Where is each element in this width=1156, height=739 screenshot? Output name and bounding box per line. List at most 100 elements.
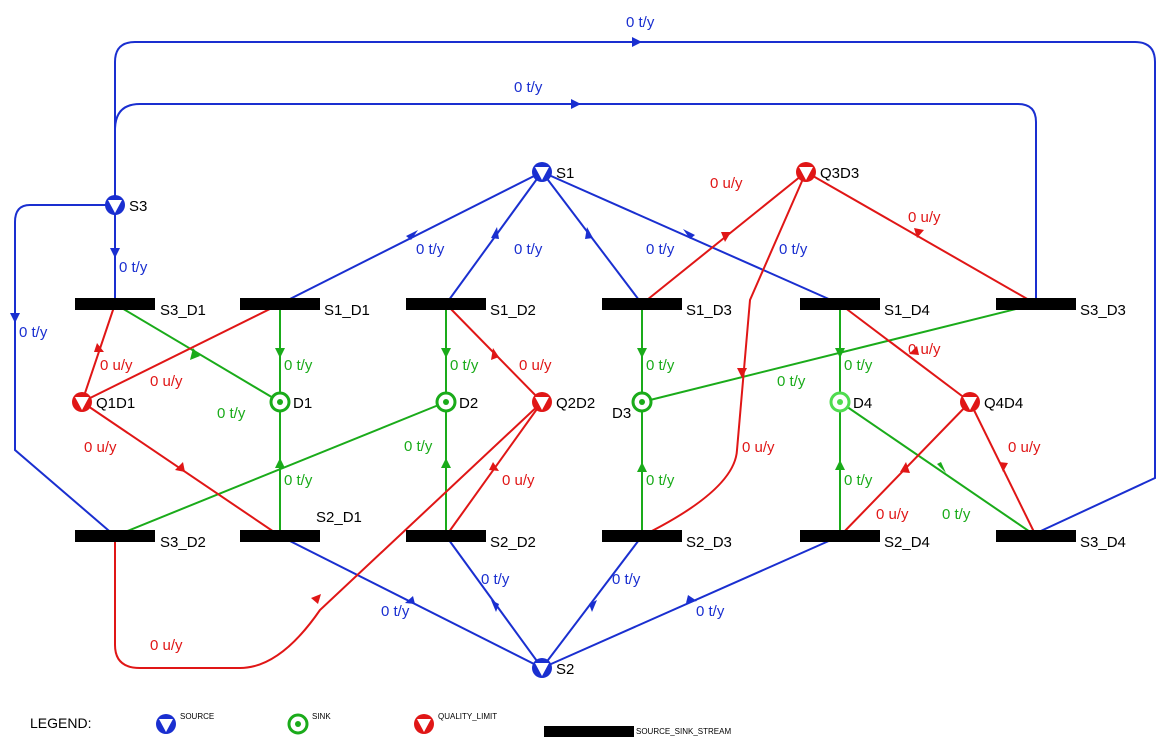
label-s3-d3: S3_D3 [1080, 302, 1126, 319]
stream-bar-s2-d1 [240, 530, 320, 542]
stream-bar-s1-d4 [800, 298, 880, 310]
label-q4d4: Q4D4 [984, 395, 1023, 412]
legend-quality-label: QUALITY_LIMIT [438, 712, 497, 721]
arrow-icon [311, 594, 321, 604]
quality-node-q1d1 [72, 392, 92, 412]
arrow-icon [637, 462, 647, 472]
stream-bar-s1-d2 [406, 298, 486, 310]
edge-s2d3-to-q3d3 [641, 171, 807, 537]
flow-label: 0 t/y [404, 438, 433, 455]
flow-label: 0 t/y [481, 571, 510, 588]
stream-bar-s2-d3 [602, 530, 682, 542]
flow-label: 0 t/y [779, 241, 808, 258]
flow-label: 0 u/y [908, 209, 941, 226]
stream-bar-icon [544, 726, 634, 737]
arrow-icon [491, 600, 499, 612]
sink-edges [114, 303, 1037, 537]
legend-title: LEGEND: [30, 715, 91, 731]
arrow-icon [110, 248, 120, 258]
legend: LEGEND: SOURCE SINK QUALITY_LIMIT SOURCE… [30, 712, 731, 737]
label-q1d1: Q1D1 [96, 395, 135, 412]
label-s2-d1: S2_D1 [316, 509, 362, 526]
flow-label: 0 t/y [119, 259, 148, 276]
flow-label: 0 u/y [502, 472, 535, 489]
source-edges [14, 41, 1156, 669]
flow-label: 0 u/y [150, 373, 183, 390]
arrow-icon [937, 462, 946, 473]
stream-bar-s1-d3 [602, 298, 682, 310]
arrow-icon [175, 462, 185, 472]
legend-quality: QUALITY_LIMIT [414, 712, 497, 734]
arrow-icon [441, 348, 451, 358]
flow-label: 0 t/y [514, 79, 543, 96]
label-s1-d4: S1_D4 [884, 302, 930, 319]
arrow-icon [835, 348, 845, 358]
source-icon-glyph [535, 167, 549, 180]
edge-s3d2-to-q2d2 [114, 401, 543, 669]
arrow-icon [190, 348, 200, 360]
node-labels: S1 S2 S3 D1 D2 D3 D4 Q1D1 Q2D2 Q3D3 Q4D4 [96, 165, 1023, 678]
flow-label: 0 t/y [450, 357, 479, 374]
arrows-red [94, 228, 1008, 604]
flow-label: 0 u/y [742, 439, 775, 456]
arrow-icon [406, 230, 418, 240]
source-node-s3 [105, 195, 125, 215]
label-d1: D1 [293, 395, 312, 412]
arrow-icon [275, 458, 285, 468]
flow-label: 0 t/y [646, 357, 675, 374]
edge-s3d2-to-d2 [114, 401, 447, 537]
flow-label: 0 t/y [612, 571, 641, 588]
stream-bar-s3-d4 [996, 530, 1076, 542]
edge-s1d1-to-q1d1 [81, 303, 281, 403]
quality-node-q2d2 [532, 392, 552, 412]
label-s3-d1: S3_D1 [160, 302, 206, 319]
legend-sink: SINK [287, 712, 331, 735]
flow-label: 0 t/y [416, 241, 445, 258]
edge-s1d4-to-q4d4 [839, 303, 971, 403]
legend-sink-label: SINK [312, 712, 331, 721]
streams [75, 298, 1076, 542]
stream-bar-s3-d2 [75, 530, 155, 542]
label-s1-d1: S1_D1 [324, 302, 370, 319]
edge-s2-from-s2d3 [541, 535, 643, 669]
label-d2: D2 [459, 395, 478, 412]
flow-label: 0 t/y [514, 241, 543, 258]
arrow-icon [491, 348, 499, 360]
label-q3d3: Q3D3 [820, 165, 859, 182]
arrows-blue [10, 37, 697, 612]
arrow-icon [721, 232, 731, 242]
arrow-icon [632, 37, 642, 47]
legend-source: SOURCE [156, 712, 214, 734]
flow-label: 0 u/y [710, 175, 743, 192]
arrows-green [190, 348, 946, 473]
arrow-icon [835, 460, 845, 470]
legend-stream-label: SOURCE_SINK_STREAM [636, 727, 731, 736]
stream-labels: S3_D1 S1_D1 S1_D2 S1_D3 S1_D4 S3_D3 S3_D… [160, 302, 1126, 551]
flow-label: 0 t/y [844, 357, 873, 374]
quality-node-q3d3 [796, 162, 816, 182]
arrow-icon [589, 600, 597, 612]
flow-label: 0 t/y [646, 241, 675, 258]
arrow-icon [909, 346, 919, 355]
edge-s3d1-to-q1d1 [81, 303, 116, 403]
flow-label: 0 u/y [84, 439, 117, 456]
label-d3: D3 [612, 405, 631, 422]
source-node-s2 [532, 658, 552, 678]
flow-label: 0 t/y [844, 472, 873, 489]
arrow-icon [914, 228, 924, 238]
label-s2-d2: S2_D2 [490, 534, 536, 551]
arrow-icon [900, 462, 910, 473]
arrow-icon [637, 348, 647, 358]
arrow-icon [999, 462, 1008, 472]
stream-bar-s2-d2 [406, 530, 486, 542]
label-s2-d4: S2_D4 [884, 534, 930, 551]
sink-node-d2 [435, 391, 457, 413]
label-d4: D4 [853, 395, 872, 412]
flow-label: 0 u/y [100, 357, 133, 374]
arrow-icon [10, 313, 20, 323]
edge-s3d4-to-d4 [839, 401, 1037, 537]
flow-label: 0 u/y [908, 341, 941, 358]
label-s2: S2 [556, 661, 574, 678]
legend-stream: SOURCE_SINK_STREAM [544, 726, 731, 737]
